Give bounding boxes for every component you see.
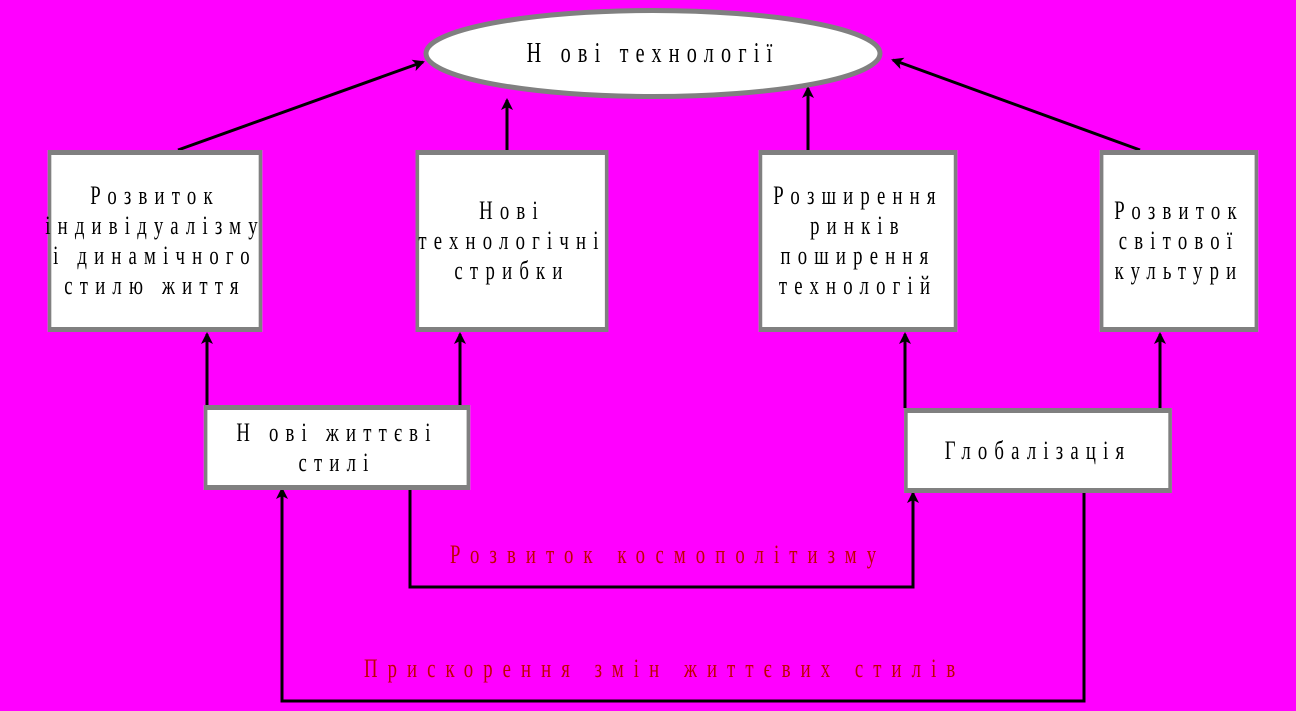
top-node-label: Н ові технології [526,37,780,69]
arrow-culture-to-top [891,57,1141,152]
box-markets: Розширення ринків поширення технологій [758,150,958,332]
arrow-individualism-to-top [177,59,425,152]
box-globalization: Глобалізація [904,408,1172,493]
box-lifestyles: Н ові життєві стилі [203,405,471,490]
arrow-acceleration-flow [276,487,1086,703]
box-culture: Розвиток світової культури [1099,150,1259,332]
label-cosmopolitanism: Розвиток космополітизму [450,540,887,569]
box-individualism: Розвиток індивідуалізму і динамічного ст… [45,150,263,332]
arrow-cosmopolitanism-flow [408,488,919,589]
label-acceleration: Прискорення змін життєвих стилів [364,654,966,683]
top-node: Н ові технології [423,7,883,100]
box-tech-leaps: Нові технологічні стрибки [415,150,609,332]
top-ellipse-shape [423,8,883,99]
